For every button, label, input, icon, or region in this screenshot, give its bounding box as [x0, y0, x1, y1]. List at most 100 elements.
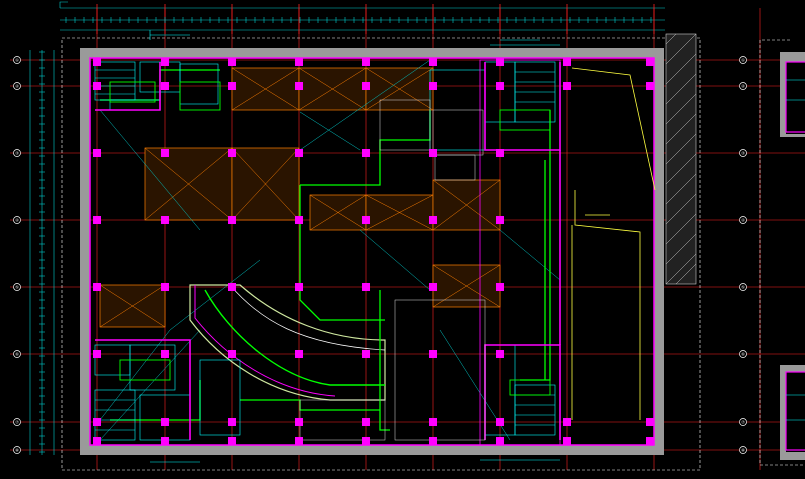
column — [228, 283, 236, 291]
column — [646, 82, 654, 90]
column — [161, 418, 169, 426]
column — [429, 149, 437, 157]
drainage-slope-lines — [99, 59, 561, 441]
column — [161, 82, 169, 90]
column — [496, 149, 504, 157]
column — [362, 58, 370, 66]
column — [362, 350, 370, 358]
ramp-centerline — [204, 289, 385, 386]
column — [362, 437, 370, 445]
column — [161, 283, 169, 291]
top-dimension-chain — [59, 1, 665, 31]
column — [228, 437, 236, 445]
column — [228, 350, 236, 358]
column — [362, 418, 370, 426]
column — [93, 58, 101, 66]
column — [362, 82, 370, 90]
column — [93, 350, 101, 358]
column — [295, 216, 303, 224]
column — [295, 82, 303, 90]
svg-text:⑦: ⑦ — [15, 420, 19, 425]
column — [563, 58, 571, 66]
svg-text:④: ④ — [15, 218, 19, 223]
column — [429, 216, 437, 224]
svg-text:①: ① — [15, 58, 19, 63]
svg-text:③: ③ — [15, 151, 19, 156]
column — [161, 149, 169, 157]
column — [161, 58, 169, 66]
column — [496, 216, 504, 224]
svg-text:⑧: ⑧ — [15, 448, 19, 453]
adjacent-boundary-line — [759, 39, 805, 466]
column — [429, 82, 437, 90]
column — [429, 283, 437, 291]
retaining-wall-hatch — [665, 33, 697, 285]
column — [228, 58, 236, 66]
column — [295, 58, 303, 66]
core-green-details — [109, 81, 551, 396]
column — [93, 216, 101, 224]
ramp-inner-edge — [229, 284, 386, 351]
right-axis-labels: ① ② ③ ④ ⑤ ⑥ ⑦ ⑧ — [741, 58, 745, 453]
svg-text:⑤: ⑤ — [15, 285, 19, 290]
svg-text:⑤: ⑤ — [741, 285, 745, 290]
column — [429, 350, 437, 358]
column — [295, 437, 303, 445]
yellow-zone-lines — [571, 67, 656, 420]
core-magenta-walls — [95, 59, 561, 446]
column — [93, 418, 101, 426]
column — [161, 437, 169, 445]
column — [228, 149, 236, 157]
structural-columns — [93, 58, 654, 445]
column — [429, 437, 437, 445]
column — [228, 216, 236, 224]
svg-text:⑧: ⑧ — [741, 448, 745, 453]
svg-text:④: ④ — [741, 218, 745, 223]
column — [429, 418, 437, 426]
column — [496, 58, 504, 66]
detail-callout-top — [149, 30, 560, 463]
column — [295, 283, 303, 291]
column — [646, 418, 654, 426]
right-axis-bubbles — [739, 56, 747, 454]
column — [93, 149, 101, 157]
left-dimension-chain — [29, 50, 55, 455]
column — [563, 418, 571, 426]
column — [93, 437, 101, 445]
column — [93, 283, 101, 291]
column — [362, 149, 370, 157]
column — [496, 418, 504, 426]
column — [496, 82, 504, 90]
column — [228, 82, 236, 90]
svg-text:⑥: ⑥ — [741, 352, 745, 357]
column — [563, 82, 571, 90]
svg-text:⑥: ⑥ — [15, 352, 19, 357]
inner-boundary — [89, 57, 655, 446]
ramp-magenta-edge — [194, 285, 336, 397]
dimension-ticks — [39, 17, 652, 453]
column — [646, 58, 654, 66]
left-axis-labels: ① ② ③ ④ ⑤ ⑥ ⑦ ⑧ — [15, 58, 19, 453]
svg-text:②: ② — [741, 84, 745, 89]
column — [362, 216, 370, 224]
column — [295, 149, 303, 157]
column — [228, 418, 236, 426]
column — [161, 350, 169, 358]
column — [295, 350, 303, 358]
column — [93, 82, 101, 90]
svg-text:②: ② — [15, 84, 19, 89]
column — [362, 283, 370, 291]
left-axis-bubbles — [13, 56, 21, 454]
adjacent-plan-fragment — [780, 52, 805, 460]
column — [429, 58, 437, 66]
column — [496, 283, 504, 291]
column — [496, 437, 504, 445]
retaining-wall-hatch-lines — [665, 33, 697, 285]
site-boundary-line — [61, 37, 701, 471]
column — [161, 216, 169, 224]
column — [295, 418, 303, 426]
svg-text:①: ① — [741, 58, 745, 63]
svg-text:⑦: ⑦ — [741, 420, 745, 425]
column — [563, 437, 571, 445]
